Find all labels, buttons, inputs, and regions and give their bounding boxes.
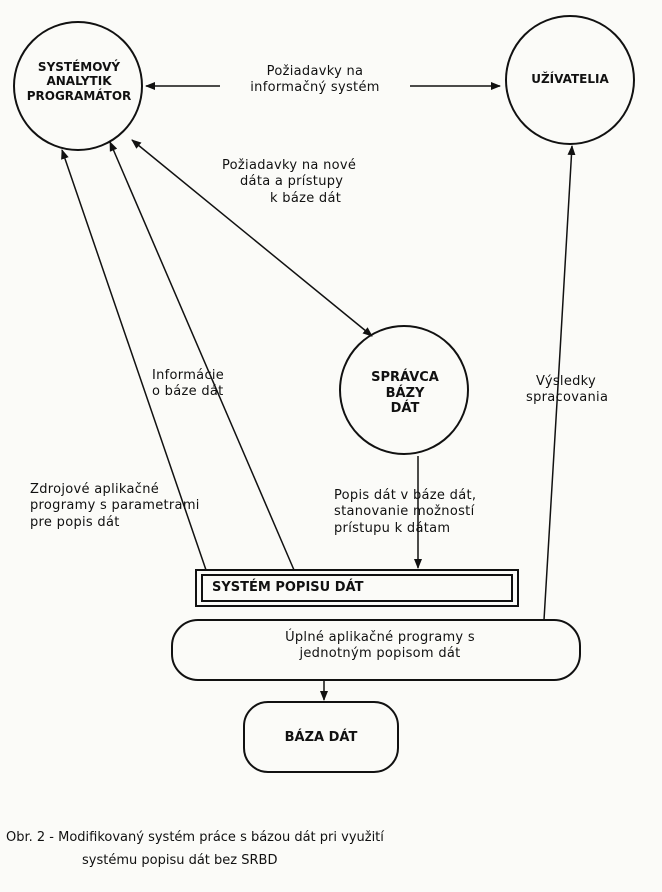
info-about-db-line-2: o báze dát [152,384,224,400]
figure-caption: Obr. 2 - Modifikovaný systém práce s báz… [6,830,646,870]
requests-info-line-1: Požiadavky na [266,64,364,79]
edge-label-processing-results: Výsledky spracovania [526,374,656,407]
dba-node-circle [339,325,469,455]
info-about-db-line-1: Informácie [152,368,225,383]
database-label: BÁZA DÁT [284,730,358,745]
processing-results-line-2: spracovania [526,390,609,406]
app-programs-box [171,619,581,681]
edge-analyst-dba [131,139,373,337]
analyst-node-circle [13,21,143,151]
requests-info-line-2: informačný systém [250,80,380,96]
requests-new-line-2: dáta a prístupy [240,174,344,190]
data-description-system-box [195,569,519,607]
edge-label-requests-info-system: Požiadavky na informačný systém [220,64,410,97]
edge-label-data-description: Popis dát v báze dát, stanovanie možnost… [334,488,544,537]
dba-node-label: SPRÁVCA BÁZY DÁT [350,370,460,417]
source-programs-line-2: programy s parametrami [30,498,200,514]
requests-new-line-3: k báze dát [270,190,342,206]
data-description-system-label: SYSTÉM POPISU DÁT [212,580,364,595]
users-node-label: UŽÍVATELIA [531,72,609,86]
edge-source-programs [61,149,207,571]
users-node-circle [505,15,635,145]
app-programs-label: Úplné aplikačné programy s jednotným pop… [200,630,560,663]
edge-label-requests-new-data: Požiadavky na nové dáta a prístupy k báz… [222,158,412,207]
data-description-system-inner-box [201,574,513,602]
data-description-line-1: Popis dát v báze dát, [334,488,477,503]
edge-label-source-programs: Zdrojové aplikačné programy s parametram… [30,482,250,531]
source-programs-line-1: Zdrojové aplikačné [30,482,160,497]
data-description-line-3: prístupu k dátam [334,520,451,536]
database-box [243,701,399,773]
dba-label-line-2: BÁZY [385,385,425,401]
analyst-node-label: SYSTÉMOVÝ ANALYTIK PROGRAMÁTOR [20,60,138,103]
source-programs-line-3: pre popis dát [30,514,120,530]
caption-line-1: Obr. 2 - Modifikovaný systém práce s báz… [6,830,384,845]
dba-label-line-1: SPRÁVCA [371,370,439,385]
requests-new-line-1: Požiadavky na nové [222,158,357,173]
caption-line-2: systému popisu dát bez SRBD [82,852,278,868]
app-programs-line-1: Úplné aplikačné programy s [285,630,475,645]
analyst-label-line-3: PROGRAMÁTOR [26,88,132,103]
edge-label-info-about-db: Informácie o báze dát [152,368,262,401]
analyst-label-line-1: SYSTÉMOVÝ [37,60,121,74]
analyst-label-line-2: ANALYTIK [46,74,112,89]
data-description-line-2: stanovanie možností [334,504,475,520]
edge-processing-results [543,145,576,621]
edge-info-about-db [109,141,295,571]
app-programs-line-2: jednotným popisom dát [299,646,461,662]
dba-label-line-3: DÁT [390,401,420,417]
processing-results-line-1: Výsledky [536,374,597,389]
